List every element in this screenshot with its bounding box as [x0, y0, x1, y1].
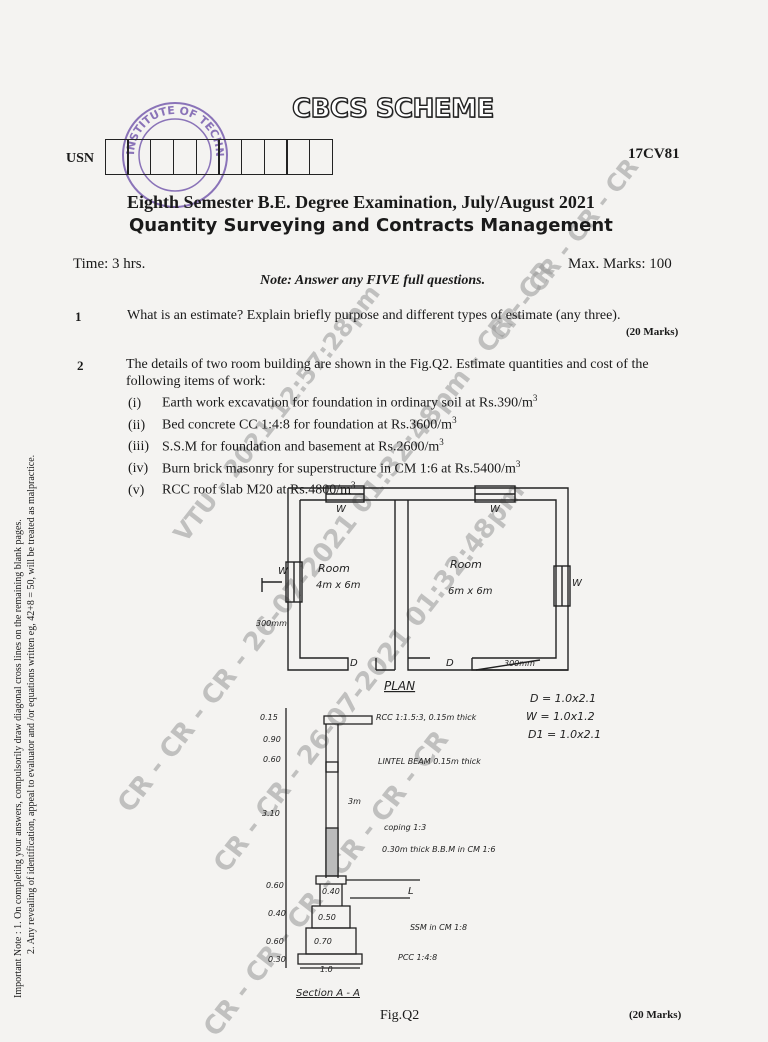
pcc-note: PCC 1:4:8: [398, 953, 437, 962]
usn-box: [195, 139, 220, 175]
section-dim: 0.15: [260, 713, 278, 722]
usn-box: [309, 139, 334, 175]
schedule-door-d1: D1 = 1.0x2.1: [528, 728, 601, 741]
window-label: W: [572, 578, 583, 589]
list-item: (iv)Burn brick masonry for superstructur…: [128, 458, 521, 477]
time-allowed: Time: 3 hrs.: [73, 256, 146, 272]
max-marks: Max. Marks: 100: [568, 256, 672, 272]
watermark-line-c: CR - CR - CR - CR - CR - CR: [198, 725, 456, 1042]
side-important-note: Important Note : 1. On completing your a…: [12, 455, 38, 998]
wall-height: 3m: [348, 797, 361, 806]
usn-box: [240, 139, 265, 175]
wall-dimension: 300mm: [504, 659, 535, 668]
scheme-banner: CBCS SCHEME: [291, 93, 495, 124]
section-title: Section A - A: [296, 988, 360, 999]
rcc-note: RCC 1:1.5:3, 0.15m thick: [376, 713, 477, 722]
question-1-text: What is an estimate? Explain briefly pur…: [127, 308, 621, 323]
side-note-line-1: Important Note : 1. On completing your a…: [13, 519, 24, 998]
ground-level-mark: L: [408, 886, 414, 897]
course-code: 17CV81: [628, 146, 680, 162]
question-2-text: The details of two room building are sho…: [126, 357, 649, 389]
usn-box: [263, 139, 288, 175]
subject-title: Quantity Surveying and Contracts Managem…: [129, 215, 613, 236]
room-1-size: 4m x 6m: [316, 580, 361, 591]
section-width: 0.70: [314, 937, 332, 946]
list-item: (ii)Bed concrete CC 1:4:8 for foundation…: [128, 414, 457, 433]
usn-boxes: [104, 139, 334, 175]
question-2-items: (i)Earth work excavation for foundation …: [128, 390, 537, 499]
section-dim: 0.60: [266, 881, 284, 890]
schedule-window: W = 1.0x1.2: [526, 710, 595, 723]
schedule-door: D = 1.0x2.1: [530, 692, 596, 705]
section-width: 1.0: [320, 965, 333, 974]
question-2-marks: (20 Marks): [629, 1009, 682, 1021]
section-dim: 0.90: [263, 735, 281, 744]
list-item: (v)RCC roof slab M20 at Rs.4800/m3: [128, 480, 356, 499]
usn-box: [172, 139, 197, 175]
usn-box: [104, 139, 129, 175]
door-label: D: [446, 658, 454, 669]
usn-box: [218, 139, 243, 175]
usn-box: [286, 139, 311, 175]
exam-title: Eighth Semester B.E. Degree Examination,…: [127, 192, 595, 212]
plan-title: PLAN: [384, 679, 415, 693]
question-1-number: 1: [75, 309, 82, 324]
usn-box: [127, 139, 152, 175]
section-dim: 0.60: [263, 755, 281, 764]
usn-label: USN: [66, 151, 95, 166]
usn-box: [150, 139, 175, 175]
question-1-marks: (20 Marks): [626, 326, 679, 338]
side-note-line-2: 2. Any revealing of identification, appe…: [26, 454, 37, 954]
wall-note: 0.30m thick B.B.M in CM 1:6: [382, 845, 495, 854]
ssm-note: SSM in CM 1:8: [410, 923, 467, 932]
instructions-note: Note: Answer any FIVE full questions.: [260, 273, 486, 288]
list-item: (i)Earth work excavation for foundation …: [128, 393, 538, 411]
list-item: (iii)S.S.M for foundation and basement a…: [128, 436, 444, 455]
figure-caption: Fig.Q2: [380, 1008, 420, 1023]
question-2-number: 2: [77, 358, 84, 373]
